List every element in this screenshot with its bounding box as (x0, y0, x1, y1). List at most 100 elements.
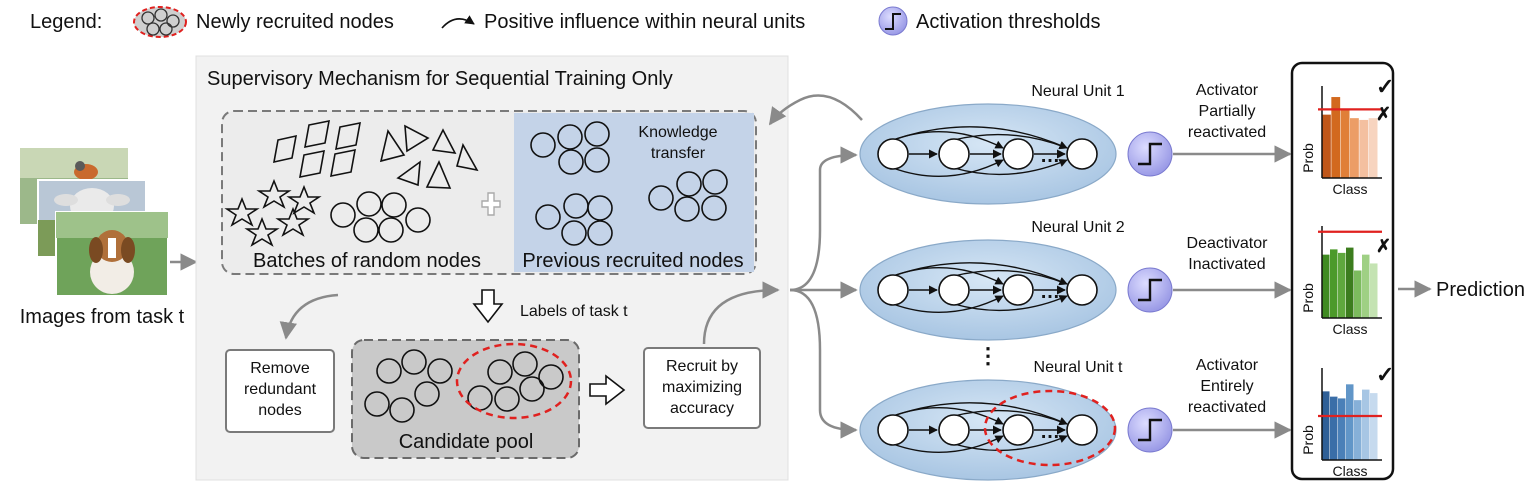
state-1-line-1: Activator (1196, 82, 1259, 99)
prob-bar (1362, 254, 1370, 318)
neural-unit-3: … Neural Unit t (859, 359, 1292, 481)
state-t-line-1: Activator (1196, 357, 1259, 374)
random-triangles (379, 124, 479, 189)
unit-title: Neural Unit t (1034, 359, 1123, 376)
unit-title: Neural Unit 1 (1031, 83, 1124, 100)
state-2-line-2: Inactivated (1188, 256, 1265, 273)
neural-unit-2: … Neural Unit 2 (859, 219, 1292, 341)
recruit-line-1: Recruit by (666, 358, 738, 375)
prob-bar (1346, 384, 1354, 460)
prob-bar (1370, 263, 1378, 318)
threshold-icon (878, 6, 908, 36)
prob-bar (1368, 118, 1378, 178)
vertical-ellipsis: ⋮ (977, 343, 999, 368)
prob-bar (1340, 109, 1350, 178)
state-t-line-2: Entirely (1200, 378, 1253, 395)
chart-ylabel: Prob (1300, 283, 1316, 313)
input-images: Images from task t (20, 148, 185, 328)
threshold-icon (1127, 267, 1173, 313)
influence-arrow-icon (441, 15, 475, 29)
recruited-nodes-highlight (455, 342, 573, 420)
plus-icon (481, 192, 501, 216)
prob-bar (1362, 389, 1370, 460)
input-caption: Images from task t (20, 306, 185, 328)
previous-nodes-label: Previous recruited nodes (522, 250, 743, 272)
chart-ylabel: Prob (1300, 143, 1316, 173)
chart-xlabel: Class (1332, 321, 1367, 337)
prob-bar (1354, 400, 1362, 460)
cross-icon: ✗ (1376, 236, 1391, 256)
random-nodes-label: Batches of random nodes (253, 250, 481, 272)
recruited-nodes-icon (133, 6, 187, 38)
state-2-line-1: Deactivator (1187, 235, 1269, 252)
threshold-icon (1127, 407, 1173, 453)
threshold-icon (1127, 131, 1173, 177)
candidate-pool-label: Candidate pool (399, 431, 534, 453)
neural-units: … Neural Unit 1 … Neural Unit 2 … Neural Unit… (859, 83, 1292, 481)
cross-icon: ✗ (1376, 104, 1391, 124)
legend: Legend: Newly recruited nodes Positive i… (30, 6, 1101, 38)
chart-xlabel: Class (1332, 463, 1367, 479)
check-icon: ✓ (1376, 74, 1394, 99)
remove-box (225, 349, 335, 433)
remove-line-2: redundant (244, 381, 317, 398)
previous-nodes-region (514, 113, 754, 272)
prob-bar (1354, 270, 1362, 318)
state-t-line-3: reactivated (1188, 399, 1266, 416)
prediction-label: Prediction (1436, 279, 1525, 301)
random-stars (224, 178, 322, 247)
prob-bar (1359, 119, 1369, 178)
state-1-line-2: Partially (1199, 103, 1256, 120)
recruit-line-2: maximizing (662, 379, 742, 396)
right-arrow-icon (589, 374, 626, 406)
recruit-to-units-arrow (702, 281, 780, 345)
knowledge-label: Knowledge (638, 124, 717, 141)
transfer-label: transfer (651, 145, 706, 162)
prob-bar (1322, 114, 1331, 178)
prob-bar (1338, 398, 1346, 460)
random-parallelograms (272, 119, 361, 179)
dog-image (55, 211, 169, 297)
prob-bar (1338, 252, 1346, 318)
neural-unit-1: … Neural Unit 1 (859, 83, 1292, 205)
prob-bar (1322, 391, 1330, 460)
remove-line-3: nodes (258, 402, 302, 419)
candidate-circles (364, 349, 564, 423)
prob-bar (1370, 393, 1378, 460)
check-icon: ✓ (1376, 362, 1394, 387)
feedback-arrow (768, 94, 863, 126)
ellipsis-dots: … (1040, 145, 1060, 167)
chart-xlabel: Class (1332, 181, 1367, 197)
prob-bar (1346, 247, 1354, 318)
unit-title: Neural Unit 2 (1031, 219, 1124, 236)
unit-t-recruited-highlight (983, 389, 1117, 467)
recruit-line-3: accuracy (670, 400, 734, 417)
ellipsis-dots: … (1040, 421, 1060, 443)
supervisory-title: Supervisory Mechanism for Sequential Tra… (207, 68, 673, 90)
remove-arrow (279, 293, 339, 340)
down-arrow-icon (472, 289, 504, 324)
prob-bar (1331, 97, 1341, 178)
candidate-pool-box (351, 339, 580, 459)
labels-text: Labels of task t (520, 303, 628, 320)
prob-bar (1330, 249, 1338, 318)
legend-thresholds-label: Activation thresholds (916, 11, 1101, 33)
random-circles (330, 191, 431, 243)
prob-bar (1350, 118, 1359, 178)
ellipsis-dots: … (1040, 281, 1060, 303)
branch-arrows (789, 146, 858, 439)
state-1-line-3: reactivated (1188, 124, 1266, 141)
legend-recruited-label: Newly recruited nodes (196, 11, 394, 33)
legend-title: Legend: (30, 11, 102, 33)
legend-influence-label: Positive influence within neural units (484, 11, 805, 33)
remove-line-1: Remove (250, 360, 310, 377)
prob-bar (1322, 254, 1330, 318)
recruit-box (643, 347, 761, 429)
supervisory-panel: Supervisory Mechanism for Sequential Tra… (195, 55, 789, 481)
previous-node-clusters (530, 121, 728, 246)
prob-bar (1330, 396, 1338, 460)
